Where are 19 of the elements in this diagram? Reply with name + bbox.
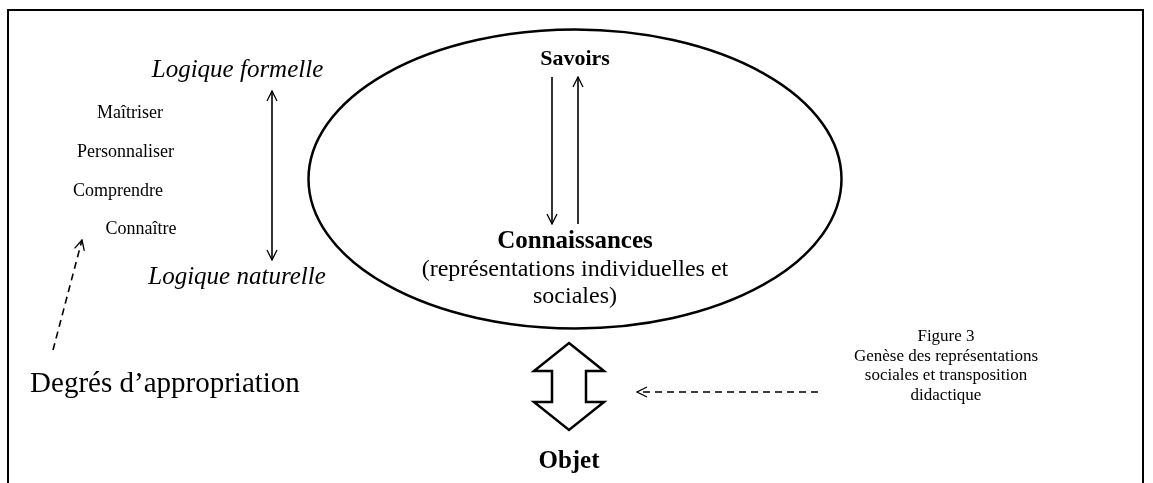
- block-arrow: [530, 341, 608, 432]
- node-label: Degrés d’appropriation: [29, 366, 301, 400]
- degree-label: Personnaliser: [77, 141, 174, 162]
- node-label: Connaissances: [496, 226, 654, 255]
- node-label: Objet: [537, 446, 601, 475]
- node-label: Logique formelle: [150, 55, 325, 84]
- node-subtitle: Genèse des représentations sociales et transposition didactique: [852, 345, 1040, 405]
- arrow: [266, 90, 278, 261]
- degree-label: Maîtriser: [97, 102, 163, 123]
- arrow: [572, 76, 584, 225]
- dashed-arrow: [636, 386, 819, 398]
- node-label: Savoirs: [539, 45, 611, 71]
- node-label: Connaître: [104, 218, 178, 239]
- node-label: Figure 3: [916, 326, 976, 346]
- dashed-arrow: [52, 239, 85, 351]
- node-label: Logique naturelle: [147, 262, 327, 291]
- degree-label: Comprendre: [73, 180, 163, 201]
- node-subtitle: (représentations individuelles et sociales): [420, 254, 730, 310]
- arrow: [546, 76, 558, 225]
